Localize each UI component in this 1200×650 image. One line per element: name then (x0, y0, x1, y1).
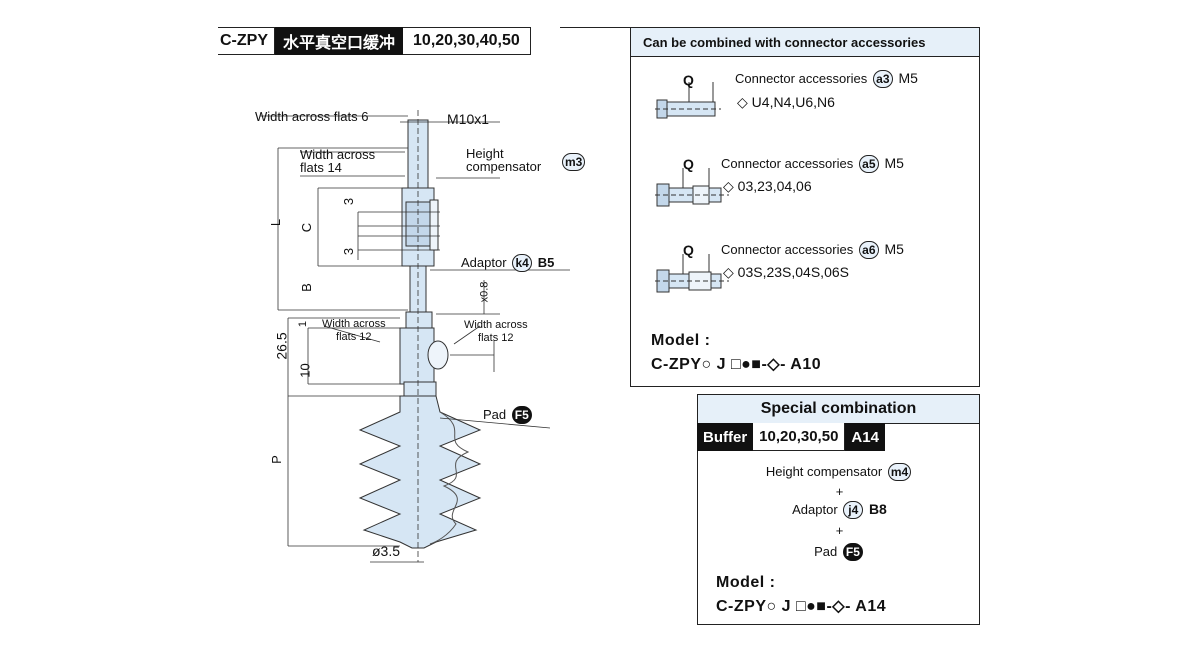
dim-B: B (298, 283, 314, 292)
connector-model-code: C-ZPY○ J □●■-◇- A10 (651, 356, 822, 373)
thread-m10-label: M10x1 (447, 111, 490, 127)
connector-a5-label: Connector accessories (721, 156, 854, 171)
adaptor-part (405, 311, 433, 331)
special-pad-badge: F5 (842, 543, 863, 561)
connector-item-a3: Q Connector accessories a3 M5 ◇ U4,N4,U6… (631, 64, 981, 150)
height-comp-label: Height compensator (466, 146, 542, 174)
connector-a6-label: Connector accessories (721, 242, 854, 257)
special-panel-title: Special combination (698, 395, 979, 424)
connector-a5-q: Q (683, 156, 694, 172)
dim-26-5: 26.5 (273, 332, 290, 360)
adaptor-badge: k4 (512, 254, 533, 272)
connector-a3-icon (655, 82, 721, 119)
waf12-right-label: Width across flats 12 (464, 319, 528, 344)
connector-a6-badge: a6 (858, 241, 879, 259)
connector-a3-label: Connector accessories (735, 71, 868, 86)
connector-a6-icon (655, 254, 729, 293)
diamond-icon: ◇ (723, 178, 734, 194)
plus-2: + (835, 523, 844, 538)
buffer-row: Buffer 10,20,30,50 A14 (697, 423, 885, 451)
dim-3-bottom: 3 (341, 247, 357, 256)
pad-badge: F5 (511, 406, 532, 424)
header-rule (560, 27, 630, 28)
dim-C: C (299, 222, 315, 233)
waf14-label: Width across flats 14 (300, 147, 376, 175)
diamond-icon: ◇ (723, 264, 734, 280)
special-adaptor-badge: j4 (843, 501, 864, 519)
dim-x08: x0.8 (478, 281, 491, 303)
adaptor-label: Adaptor k4 B5 (461, 254, 555, 272)
dim-1: 1 (297, 320, 310, 328)
dim-3-top: 3 (341, 197, 357, 206)
pad-label: Pad F5 (483, 406, 534, 424)
connector-a6-options: 03S,23S,04S,06S (737, 264, 849, 280)
special-height-comp: Height compensator m4 (698, 463, 981, 481)
dim-P: P (268, 455, 284, 464)
special-pad: Pad F5 (698, 543, 981, 561)
waf6-label: Width across flats 6 (255, 109, 369, 124)
technical-drawing (260, 110, 570, 563)
plus-1: + (835, 484, 844, 499)
connector-a3-options: U4,N4,U6,N6 (751, 94, 835, 110)
special-model-code: C-ZPY○ J □●■-◇- A14 (716, 598, 887, 615)
connector-a6-q: Q (683, 242, 694, 258)
connector-a5-options: 03,23,04,06 (737, 178, 812, 194)
connector-accessories-panel: Can be combined with connector accessori… (630, 27, 980, 387)
product-sizes: 10,20,30,40,50 (403, 27, 531, 55)
bellows-pad (358, 395, 482, 549)
product-title: 水平真空口缓冲 (275, 27, 404, 55)
height-comp-badge: m3 (562, 153, 586, 171)
diamond-icon: ◇ (737, 94, 748, 110)
special-model-label: Model : (716, 574, 776, 591)
waf12-left-label: Width across flats 12 (322, 318, 386, 343)
buffer-code: A14 (845, 423, 885, 451)
connector-a3-badge: a3 (872, 70, 893, 88)
connector-a5-badge: a5 (858, 155, 879, 173)
connector-a5-icon (655, 168, 729, 207)
dim-L: L (268, 218, 284, 227)
buffer-sizes: 10,20,30,50 (753, 423, 846, 451)
buffer-label: Buffer (697, 423, 754, 451)
special-adaptor: Adaptor j4 B8 (792, 501, 887, 519)
connector-item-a5: Q Connector accessories a5 M5 ◇ 03,23,04… (631, 150, 981, 236)
product-code: C-ZPY (218, 27, 275, 55)
connector-panel-title: Can be combined with connector accessori… (631, 28, 979, 57)
connector-model-label: Model : (651, 332, 711, 349)
connector-a3-q: Q (683, 72, 694, 88)
product-header: C-ZPY 水平真空口缓冲 10,20,30,40,50 (218, 27, 531, 55)
special-height-comp-badge: m4 (887, 463, 912, 481)
connector-item-a6: Q Connector accessories a6 M5 ◇ 03S,23S,… (631, 236, 981, 322)
dim-diameter: ø3.5 (372, 543, 401, 559)
dim-10: 10 (297, 363, 313, 378)
special-combination-panel: Special combination Buffer 10,20,30,50 A… (697, 394, 980, 625)
